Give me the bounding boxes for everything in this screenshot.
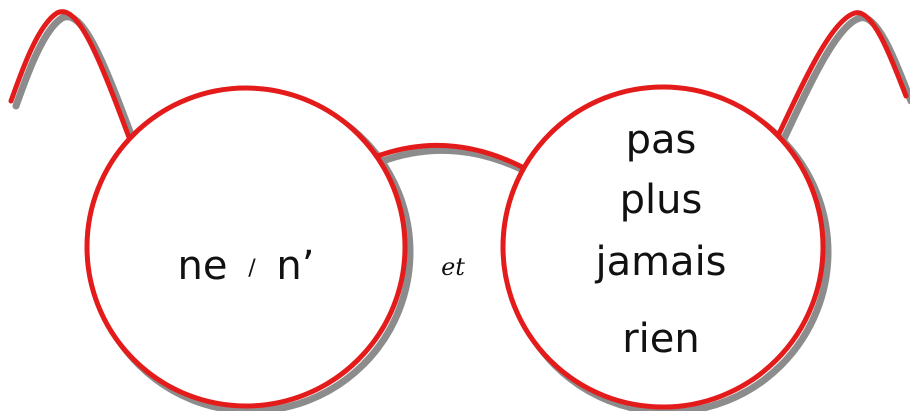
right-lens bbox=[500, 84, 826, 410]
right-word-plus: plus bbox=[620, 177, 703, 223]
left-temple-shadow bbox=[12, 13, 139, 149]
bridge-shadow bbox=[376, 146, 533, 177]
right-temple-shadow bbox=[777, 14, 910, 149]
right-word-jamais: jamais bbox=[594, 239, 726, 285]
word-ne: ne bbox=[178, 243, 228, 289]
right-word-rien: rien bbox=[622, 316, 700, 362]
right-word-pas: pas bbox=[626, 117, 697, 163]
word-n-apostrophe: n’ bbox=[276, 243, 314, 289]
connector-et: et bbox=[441, 253, 465, 281]
right-temple bbox=[773, 10, 909, 143]
left-temple bbox=[8, 9, 133, 143]
left-lens-label: ne / n’ bbox=[178, 239, 315, 289]
frame bbox=[8, 9, 909, 410]
separator-slash: / bbox=[248, 256, 256, 281]
bridge bbox=[372, 142, 527, 171]
left-lens bbox=[84, 85, 408, 409]
